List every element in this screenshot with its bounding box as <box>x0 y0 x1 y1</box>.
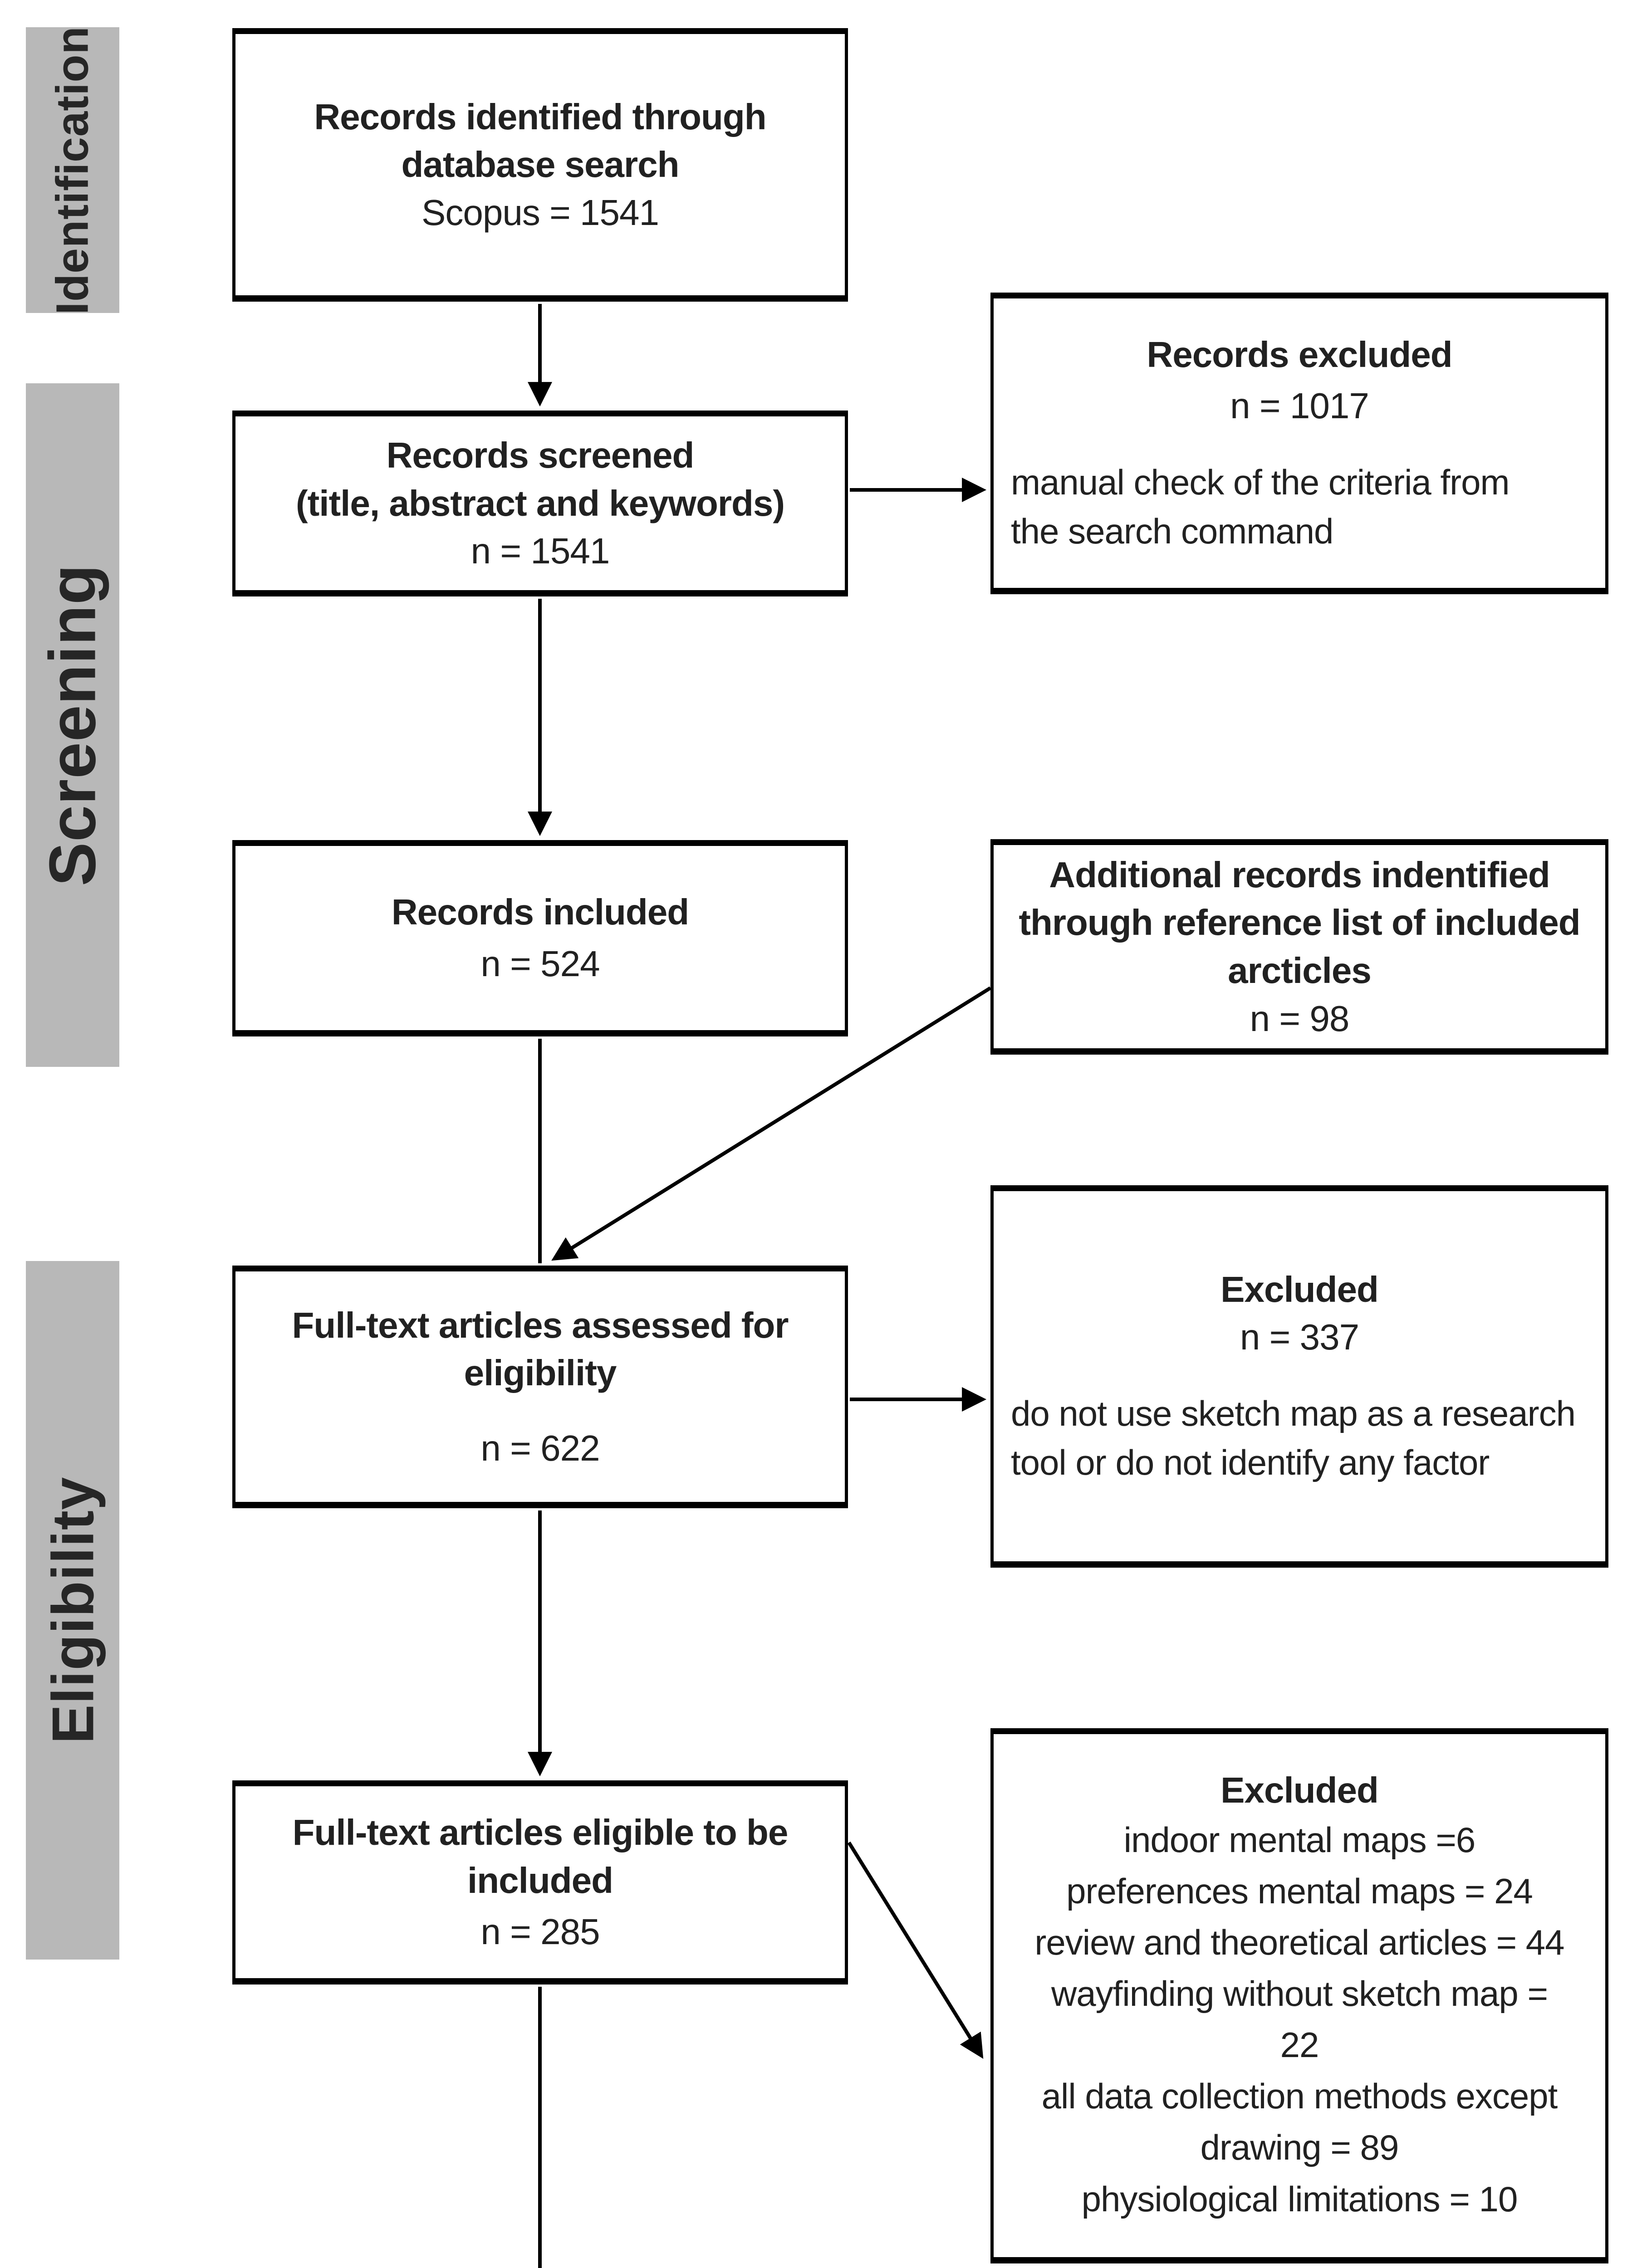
arrow-additional-to-assessed <box>551 986 992 1261</box>
box-fulltext-assessed-count: n = 622 <box>480 1427 600 1468</box>
box-fulltext-eligible-title: Full-text articles eligible to be includ… <box>292 1812 789 1901</box>
box-excluded-detailed-items: indoor mental maps =6 preferences mental… <box>1034 1819 1564 2219</box>
box-additional-records-count: n = 98 <box>1250 998 1350 1039</box>
arrow-eligible-to-excluded <box>847 1841 984 2059</box>
box-additional-records-title: Additional records indentified through r… <box>1019 854 1580 991</box>
stage-screening: Screening <box>26 383 119 1067</box>
stage-identification: Identification <box>26 25 119 315</box>
box-fulltext-assessed: Full-text articles assessed for eligibil… <box>232 1266 848 1508</box>
box-records-identified-title: Records identified through database sear… <box>314 96 766 185</box>
box-excluded-fulltext: Excluded n = 337 do not use sketch map a… <box>990 1185 1608 1568</box>
box-fulltext-eligible-count: n = 285 <box>480 1911 600 1952</box>
stage-eligibility: Eligibility <box>26 1261 119 1960</box>
box-excluded-detailed-title: Excluded <box>1220 1770 1379 1811</box>
stage-eligibility-label: Eligibility <box>39 1476 106 1744</box>
box-records-identified: Records identified through database sear… <box>232 28 848 302</box>
box-records-screened-title: Records screened (title, abstract and ke… <box>296 435 785 523</box>
box-excluded-detailed: Excluded indoor mental maps =6 preferenc… <box>990 1728 1608 2263</box>
box-records-identified-count: Scopus = 1541 <box>422 192 659 233</box>
box-records-excluded-count: n = 1017 <box>1230 386 1369 426</box>
box-excluded-fulltext-count: n = 337 <box>1240 1317 1359 1358</box>
stage-identification-label: Identification <box>47 25 98 315</box>
box-records-screened: Records screened (title, abstract and ke… <box>232 411 848 596</box>
box-fulltext-eligible: Full-text articles eligible to be includ… <box>232 1780 848 1984</box>
box-records-excluded: Records excluded n = 1017 manual check o… <box>990 293 1608 594</box>
box-records-included-count: n = 524 <box>480 943 600 984</box>
box-records-excluded-note: manual check of the criteria from the se… <box>1011 462 1510 551</box>
box-records-included-title: Records included <box>391 892 689 933</box>
box-records-screened-count: n = 1541 <box>471 531 610 572</box>
box-records-excluded-title: Records excluded <box>1147 334 1452 375</box>
stage-screening-label: Screening <box>35 564 109 886</box>
box-excluded-fulltext-note: do not use sketch map as a research tool… <box>1011 1393 1576 1482</box>
box-fulltext-assessed-title: Full-text articles assessed for eligibil… <box>292 1305 789 1393</box>
box-excluded-fulltext-title: Excluded <box>1220 1269 1379 1310</box>
box-records-included: Records included n = 524 <box>232 840 848 1036</box>
box-additional-records: Additional records indentified through r… <box>990 839 1608 1055</box>
